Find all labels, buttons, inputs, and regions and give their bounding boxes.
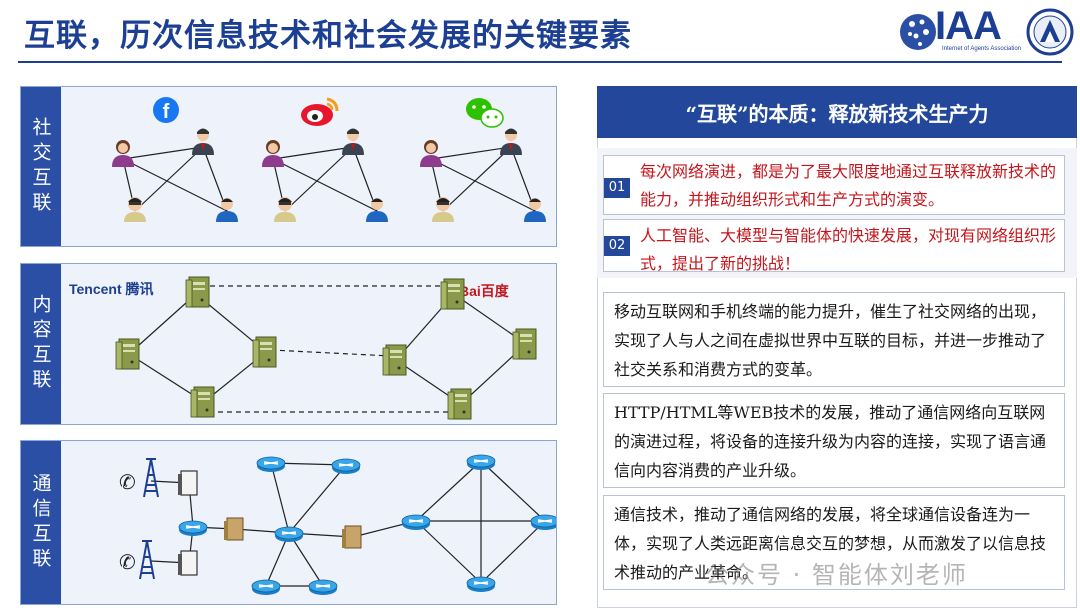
gateway-icon bbox=[223, 517, 244, 541]
logo-subtitle: Internet of Agents Association bbox=[942, 46, 1022, 52]
server-icon bbox=[512, 328, 537, 360]
comm-network-diagram: ✆ ✆ bbox=[119, 454, 556, 596]
facebook-icon: f bbox=[153, 97, 179, 123]
server-icon bbox=[185, 276, 210, 308]
server-icon bbox=[447, 388, 472, 420]
social-network-diagram: f bbox=[61, 97, 556, 246]
key-point-2-text: 人工智能、大模型与智能体的快速发展，对现有网络组织形式，提出了新的挑战！ bbox=[640, 226, 1057, 273]
social-cluster-weibo bbox=[262, 129, 388, 223]
social-side-label: 社交互联 bbox=[21, 87, 61, 246]
page-title: 互联，历次信息技术和社会发展的关键要素 bbox=[24, 18, 632, 54]
router-icon bbox=[251, 579, 281, 596]
social-panel: 社交互联 bbox=[20, 86, 557, 247]
key-point-2: 02 人工智能、大模型与智能体的快速发展，对现有网络组织形式，提出了新的挑战！ bbox=[603, 219, 1065, 273]
cell-tower-icon bbox=[139, 540, 155, 580]
switch-icon bbox=[177, 550, 198, 576]
tencent-logo: Tencent 腾讯 bbox=[69, 281, 154, 297]
server-icon bbox=[115, 338, 140, 370]
social-description: 移动互联网和手机终端的能力提升，催生了社交网络的出现，实现了人与人之间在虚拟世界… bbox=[603, 292, 1065, 387]
server-icon bbox=[252, 336, 277, 368]
watermark: 公众号 · 智能体刘老师 bbox=[705, 561, 968, 589]
svg-text:f: f bbox=[163, 101, 170, 123]
router-icon bbox=[308, 579, 338, 596]
phone-icon: ✆ bbox=[119, 550, 136, 574]
social-cluster-facebook bbox=[112, 129, 238, 223]
router-icon bbox=[178, 520, 208, 537]
comm-side-label: 通信互联 bbox=[21, 441, 61, 604]
weibo-icon bbox=[301, 97, 339, 126]
router-icon bbox=[256, 456, 286, 473]
iaa-logo-icon bbox=[900, 8, 1074, 56]
phone-icon: ✆ bbox=[119, 470, 136, 494]
content-network-diagram: Tencent 腾讯 Bai百度 bbox=[69, 276, 537, 420]
comm-description: 通信技术，推动了通信网络的发展，将全球通信设备连为一体，实现了人类远距离信息交互… bbox=[603, 495, 1065, 590]
server-icon bbox=[382, 344, 407, 376]
social-cluster-wechat bbox=[420, 129, 546, 223]
router-icon bbox=[530, 514, 556, 531]
content-panel: 内容互联 Tencent 腾讯 Bai百度 bbox=[20, 263, 557, 425]
content-side-label: 内容互联 bbox=[21, 264, 61, 424]
switch-icon bbox=[177, 470, 198, 496]
key-point-1: 01 每次网络演进，都是为了最大限度地通过互联释放新技术的能力，并推动组织形式和… bbox=[603, 155, 1065, 215]
badge-01: 01 bbox=[604, 178, 630, 198]
server-icon bbox=[190, 386, 215, 418]
router-icon bbox=[274, 526, 304, 543]
router-icon bbox=[466, 454, 496, 471]
router-icon bbox=[401, 514, 431, 531]
content-description: HTTP/HTML等WEB技术的发展，推动了通信网络向互联网的演进过程，将设备的… bbox=[603, 393, 1065, 488]
router-icon bbox=[466, 576, 496, 593]
wechat-icon bbox=[466, 98, 504, 128]
comm-panel: 通信互联 bbox=[20, 440, 557, 605]
router-icon bbox=[331, 458, 361, 475]
cell-tower-icon bbox=[143, 458, 159, 498]
key-point-1-text: 每次网络演进，都是为了最大限度地通过互联释放新技术的能力，并推动组织形式和生产方… bbox=[640, 162, 1057, 209]
essence-header: “互联”的本质：释放新技术生产力 bbox=[597, 86, 1077, 138]
logo-text: IAA bbox=[935, 4, 1002, 48]
gateway-icon bbox=[341, 525, 362, 549]
baidu-logo: Bai百度 bbox=[459, 283, 510, 299]
title-underline bbox=[18, 61, 1062, 63]
server-icon bbox=[440, 278, 465, 310]
badge-02: 02 bbox=[604, 236, 630, 256]
